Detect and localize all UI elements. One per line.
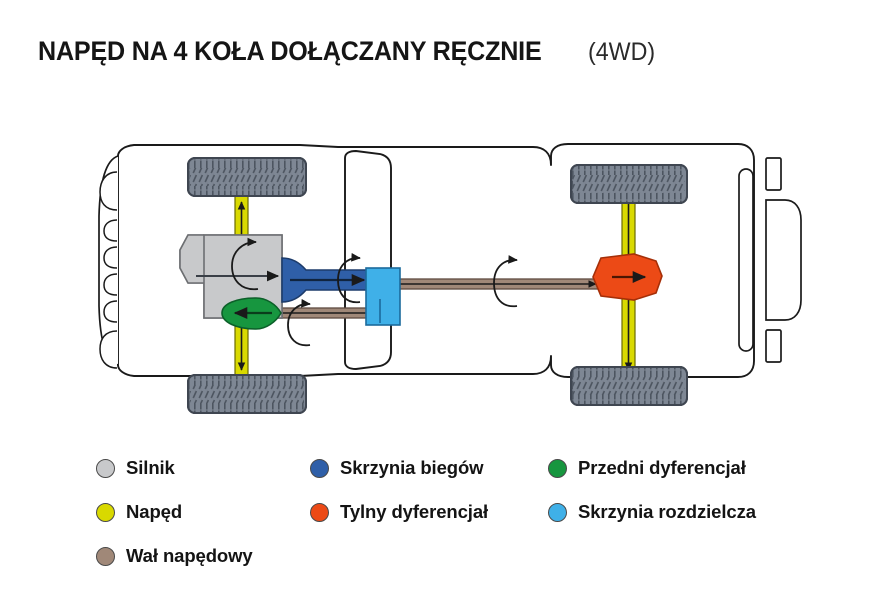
legend-item-wal-napedowy: Wał napędowy [96, 545, 253, 567]
legend-swatch-skrzynia-biegow [310, 458, 329, 478]
legend-swatch-naped [96, 502, 115, 522]
tail-light-lower [765, 329, 782, 363]
legend-swatch-skrzynia-rozdzielcza [548, 502, 567, 522]
page-title-subtitle: (4WD) [588, 38, 656, 66]
legend-swatch-silnik [96, 458, 115, 478]
rear-bumper [738, 168, 754, 352]
wheel-rear-left [570, 164, 688, 204]
page-title: NAPĘD NA 4 KOŁA DOŁĄCZANY RĘCZNIE (4WD) [38, 36, 661, 67]
legend-label-skrzynia-biegow: Skrzynia biegów [340, 457, 484, 478]
spare-wheel-carrier [765, 199, 802, 321]
legend-item-przedni-dyferencjal: Przedni dyferencjał [548, 457, 746, 479]
legend-item-silnik: Silnik [96, 457, 175, 479]
tail-light-upper [765, 157, 782, 191]
legend-label-naped: Napęd [126, 501, 183, 522]
page-title-main: NAPĘD NA 4 KOŁA DOŁĄCZANY RĘCZNIE [38, 36, 542, 66]
legend-swatch-tylny-dyferencjal [310, 502, 329, 522]
transfer-case [365, 267, 401, 326]
legend-item-skrzynia-rozdzielcza: Skrzynia rozdzielcza [548, 501, 756, 523]
wheel-rear-right [570, 366, 688, 406]
legend-label-silnik: Silnik [126, 457, 175, 478]
legend-swatch-wal-napedowy [96, 546, 115, 566]
legend-swatch-przedni-dyferencjal [548, 458, 567, 478]
wheels [187, 157, 688, 414]
legend-item-skrzynia-biegow: Skrzynia biegów [310, 457, 484, 479]
rotation-arrows [231, 237, 518, 347]
legend: Silnik Napęd Wał napędowy Skrzynia biegó… [96, 455, 836, 575]
wheel-front-right [187, 374, 307, 414]
legend-label-wal-napedowy: Wał napędowy [126, 545, 253, 566]
legend-item-tylny-dyferencjal: Tylny dyferencjał [310, 501, 488, 523]
legend-label-przedni-dyferencjal: Przedni dyferencjał [578, 457, 746, 478]
rear-differential [592, 253, 663, 301]
front-differential [221, 297, 282, 330]
drivetrain-diagram [0, 120, 872, 430]
legend-label-tylny-dyferencjal: Tylny dyferencjał [340, 501, 489, 522]
legend-label-skrzynia-rozdzielcza: Skrzynia rozdzielcza [578, 501, 756, 522]
legend-item-naped: Napęd [96, 501, 182, 523]
front-grille-slots [99, 171, 118, 369]
wheel-front-left [187, 157, 307, 197]
